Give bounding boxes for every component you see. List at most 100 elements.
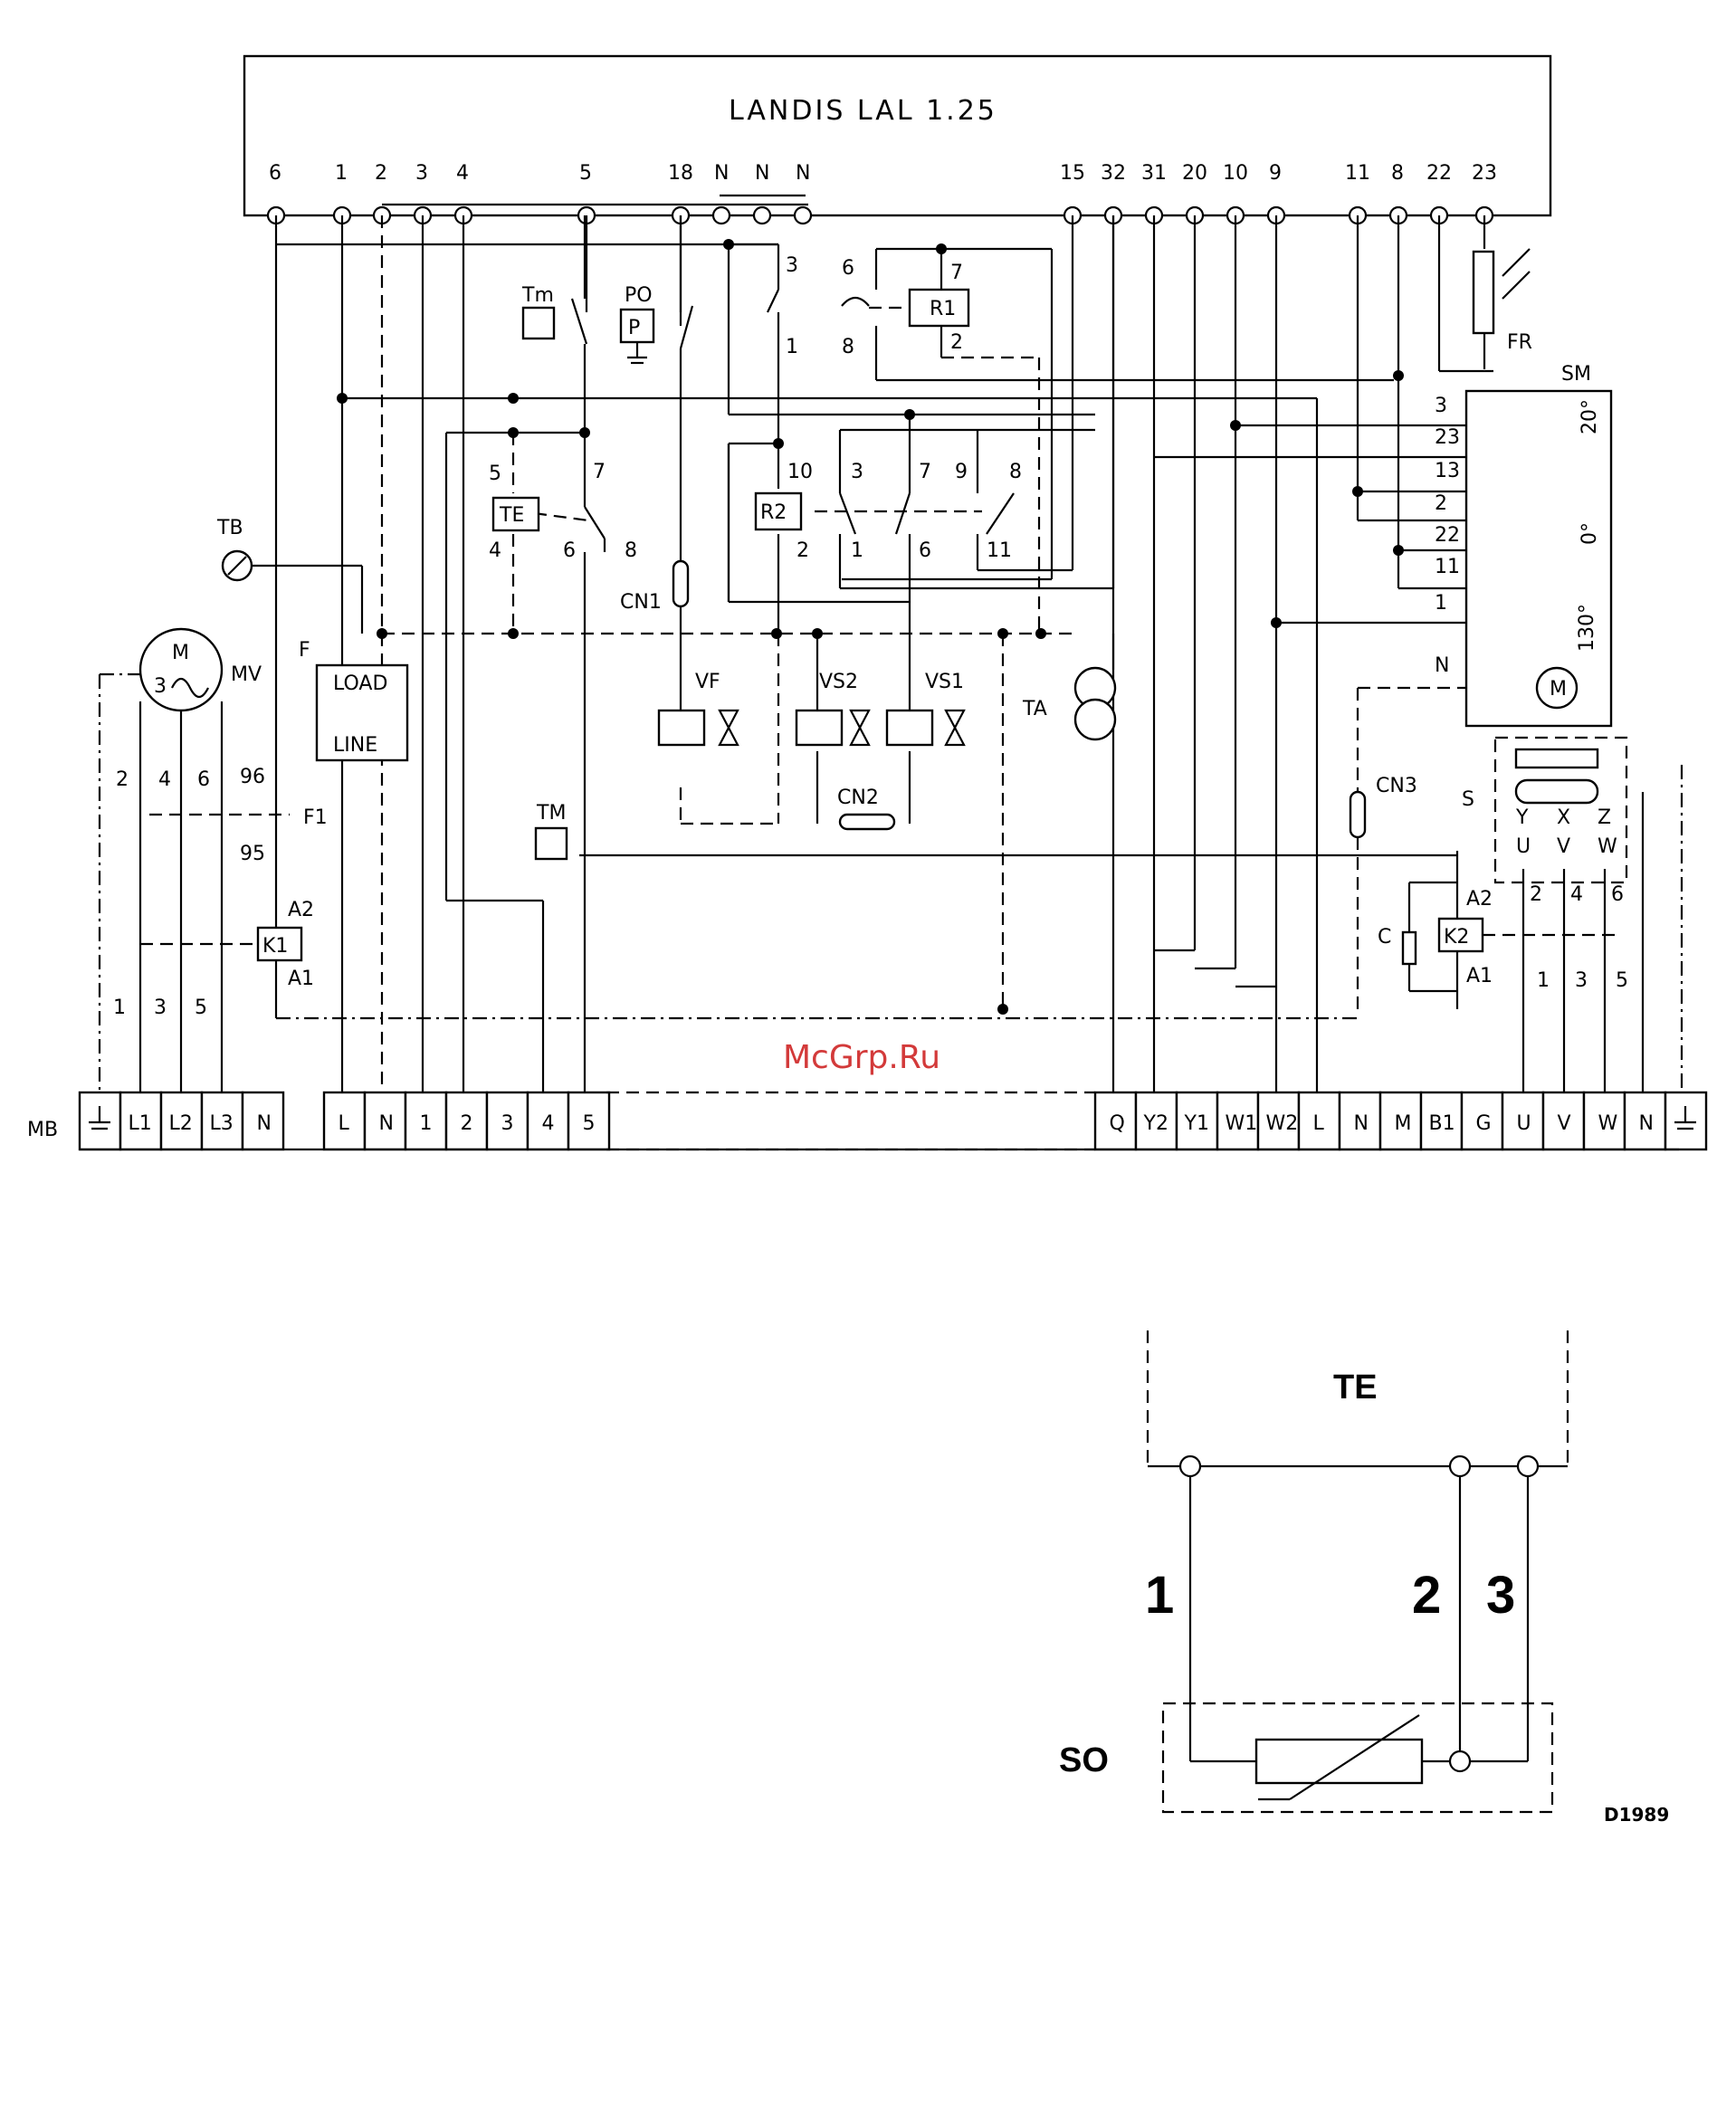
te-pin-7: 7 — [593, 461, 606, 483]
terminal-cell-label: Q — [1110, 1112, 1125, 1135]
controller-terminal-label: N — [755, 162, 769, 185]
s-y: Y — [1515, 806, 1529, 829]
label-vs2: VS2 — [819, 671, 858, 693]
detail-wire-1: 1 — [1145, 1566, 1174, 1625]
k1-pin-a2: A2 — [288, 899, 314, 921]
terminal-cell-label: N — [1639, 1112, 1654, 1135]
sm-pin-label: 3 — [1435, 395, 1447, 417]
terminal-cell — [1501, 1091, 1545, 1151]
label-f1: F1 — [303, 806, 328, 829]
terminal-cell-label: Y1 — [1184, 1112, 1209, 1135]
label-p: P — [628, 317, 640, 339]
terminal-cell — [241, 1091, 285, 1151]
terminal-cell — [404, 1091, 448, 1151]
controller-terminal-label: 23 — [1472, 162, 1497, 185]
s-v: V — [1557, 835, 1570, 858]
sm-pin-label: 2 — [1435, 492, 1447, 515]
controller-terminal-label: 20 — [1182, 162, 1207, 185]
components: Tm P PO R1 6 7 8 2 3 1 R2 10 3 7 9 8 2 1… — [98, 248, 1684, 1092]
terminal-cell-label: 3 — [501, 1112, 514, 1135]
r2-pin-10: 10 — [787, 461, 813, 483]
controller-terminal-label: 2 — [375, 162, 387, 185]
r2-pin-1: 1 — [851, 539, 863, 562]
terminal-cell-label: N — [379, 1112, 394, 1135]
f1-pin-95: 95 — [240, 843, 265, 865]
label-load: LOAD — [333, 672, 387, 695]
controller-terminal-label: 22 — [1426, 162, 1452, 185]
r1-pin-8: 8 — [842, 336, 854, 358]
label-f: F — [299, 639, 310, 662]
r2-pin-2: 2 — [796, 539, 809, 562]
mv-pin-6: 6 — [197, 768, 210, 791]
s-pin-1: 1 — [1537, 969, 1550, 992]
controller-terminal-label: 3 — [415, 162, 428, 185]
sm-angle-20: 20° — [1579, 399, 1601, 434]
detail-te-label: TE — [1333, 1368, 1378, 1407]
label-s: S — [1462, 788, 1474, 811]
k1-pin-3: 3 — [154, 997, 167, 1019]
label-tm2: TM — [536, 802, 566, 825]
s-pin-2: 2 — [1530, 883, 1542, 906]
terminal-cell-label: V — [1558, 1112, 1571, 1135]
controller-terminal-label: 8 — [1391, 162, 1404, 185]
terminal-cell — [1460, 1091, 1504, 1151]
controller-terminal-label: N — [714, 162, 729, 185]
controller-terminal — [711, 205, 731, 225]
sm-motor-m: M — [1550, 678, 1567, 701]
r2-pin-6: 6 — [919, 539, 931, 562]
sm-pin-label: 11 — [1435, 556, 1460, 578]
detail-code: D1989 — [1604, 1804, 1669, 1826]
f1-pin-96: 96 — [240, 766, 265, 788]
controller-terminal-label: 9 — [1269, 162, 1282, 185]
terminal-cell-label: W — [1598, 1112, 1618, 1135]
controller-terminal — [793, 205, 813, 225]
s-pin-3: 3 — [1575, 969, 1588, 992]
terminal-cell-label: 5 — [583, 1112, 596, 1135]
s-u: U — [1516, 835, 1531, 858]
r1-pin-6: 6 — [842, 257, 854, 280]
label-vs1: VS1 — [925, 671, 964, 693]
label-motor-m: M — [172, 642, 189, 664]
sm-pin-label: 23 — [1435, 426, 1460, 449]
controller-terminal-label: 31 — [1141, 162, 1167, 185]
terminal-cell-label: N — [1354, 1112, 1369, 1135]
s-x: X — [1557, 806, 1570, 829]
terminal-cell-label: Y2 — [1143, 1112, 1168, 1135]
te-pin-4: 4 — [489, 539, 501, 562]
terminal-cell-label: L3 — [210, 1112, 234, 1135]
contact-1: 1 — [786, 336, 798, 358]
controller-terminal — [752, 205, 772, 225]
terminal-cell — [119, 1091, 163, 1151]
mv-pin-2: 2 — [116, 768, 129, 791]
te-pin-6: 6 — [563, 539, 576, 562]
label-tm: Tm — [521, 284, 554, 307]
r2-pin-7: 7 — [919, 461, 931, 483]
sm-pin-label: 22 — [1435, 524, 1460, 547]
label-mv: MV — [231, 663, 262, 686]
terminal-cell — [1175, 1091, 1219, 1151]
main-wiring — [274, 194, 1493, 1092]
s-w: W — [1598, 835, 1617, 858]
te-pin-8: 8 — [625, 539, 637, 562]
terminal-cell-label: L — [339, 1112, 350, 1135]
terminal-cell-label: U — [1517, 1112, 1531, 1135]
label-po: PO — [625, 284, 653, 307]
terminal-cell-label: W2 — [1266, 1112, 1299, 1135]
terminal-cell-label: B1 — [1429, 1112, 1455, 1135]
label-cn2: CN2 — [837, 787, 879, 809]
controller-terminal-label: 10 — [1223, 162, 1248, 185]
controller-terminal-label: 18 — [668, 162, 693, 185]
terminal-cell — [485, 1091, 529, 1151]
label-k2: K2 — [1444, 926, 1469, 949]
terminal-cell-label: 4 — [542, 1112, 555, 1135]
terminal-cell — [1093, 1091, 1138, 1151]
label-cn1: CN1 — [620, 591, 662, 614]
controller-terminal-label: 11 — [1345, 162, 1370, 185]
label-k1: K1 — [262, 935, 288, 958]
label-motor-3: 3 — [154, 675, 167, 698]
terminal-cell-label: 1 — [420, 1112, 433, 1135]
label-ta: TA — [1022, 698, 1047, 720]
